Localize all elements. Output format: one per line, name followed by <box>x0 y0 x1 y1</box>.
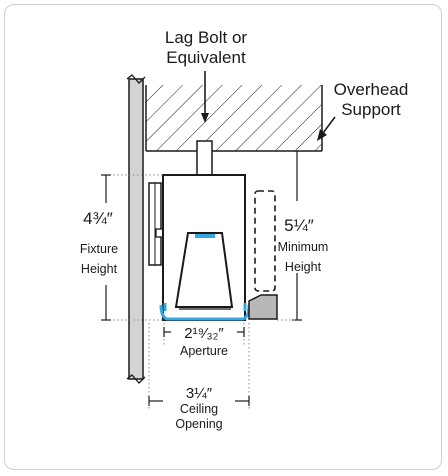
overhead-support-label-line1: Overhead <box>334 80 409 99</box>
lag-bolt-label-line2: Equivalent <box>166 48 246 67</box>
lag-bolt-label-line1: Lag Bolt or <box>165 28 248 47</box>
minimum-height-label-line2: Height <box>285 260 322 274</box>
diagram-frame: Lag Bolt or Equivalent Overhead Support … <box>4 4 442 470</box>
ceiling-opening-label-line2: Opening <box>175 417 222 431</box>
minimum-height-dimension <box>277 151 302 321</box>
driver-box <box>248 294 278 320</box>
aperture-dimension <box>163 323 245 347</box>
overhead-support-label-line2: Support <box>341 100 401 119</box>
clearance-box <box>254 190 276 292</box>
ceiling-wall <box>126 74 146 384</box>
fixture-height-label-line2: Height <box>81 262 118 276</box>
aperture-label: Aperture <box>180 344 228 358</box>
aperture-value: 2¹⁹⁄₃₂″ <box>184 325 224 342</box>
minimum-height-value: 5¼″ <box>284 216 314 235</box>
fixture-housing <box>162 174 246 321</box>
ceiling-opening-value: 3¼″ <box>186 385 213 402</box>
overhead-support-leader <box>317 116 336 141</box>
fixture-height-dimension <box>101 174 163 321</box>
fixture-diagram: Lag Bolt or Equivalent Overhead Support … <box>80 28 409 431</box>
fixture-height-value: 4¾″ <box>83 209 113 228</box>
minimum-height-label-line1: Minimum <box>278 240 329 254</box>
ceiling-opening-dimension <box>148 323 250 409</box>
fixture-height-label-line1: Fixture <box>80 242 118 256</box>
overhead-support <box>145 85 323 152</box>
ceiling-opening-label-line1: Ceiling <box>180 402 218 416</box>
